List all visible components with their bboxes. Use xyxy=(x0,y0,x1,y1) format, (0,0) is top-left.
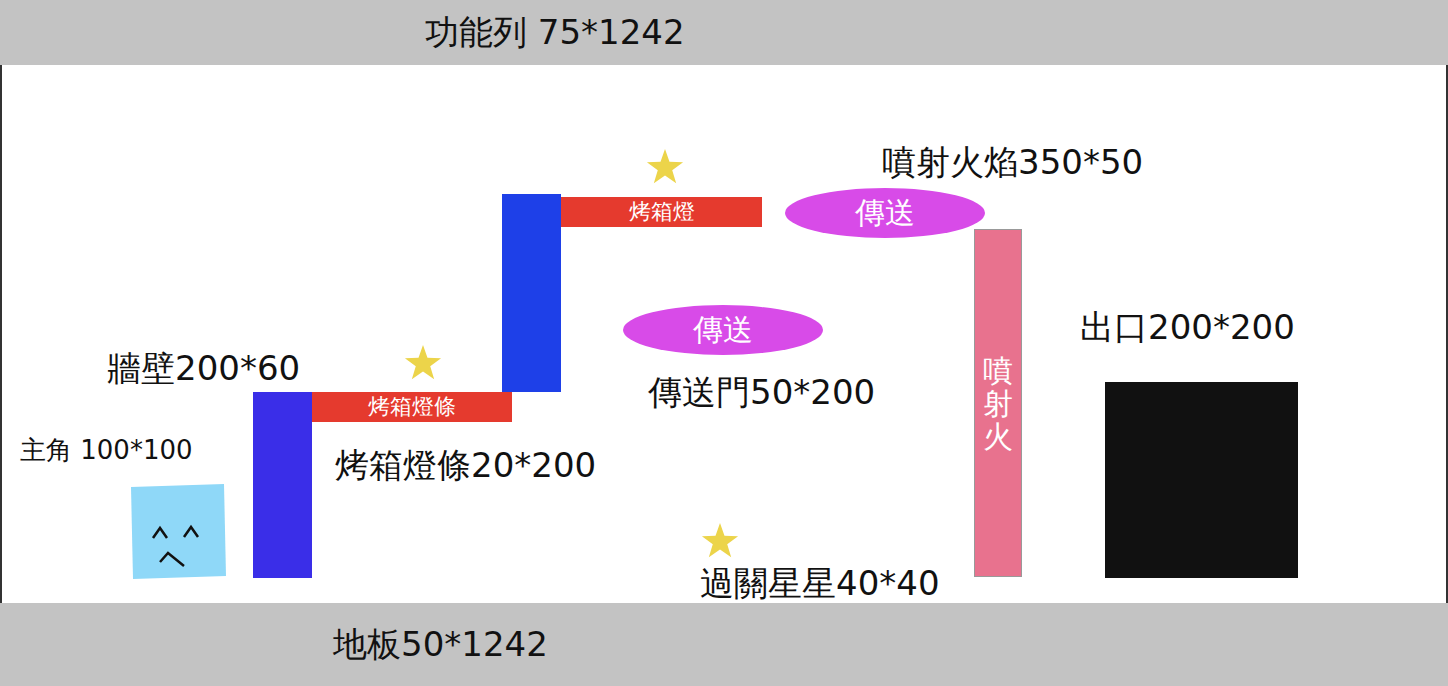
wall-block xyxy=(502,194,561,392)
shape-label: 烤箱燈 xyxy=(629,199,695,224)
oven-light-bar: 烤箱燈條 xyxy=(312,392,512,422)
oven-light-bar: 烤箱燈 xyxy=(561,197,762,227)
dimension-label: 出口200*200 xyxy=(1080,308,1295,347)
flame-jet-bar: 噴射火 xyxy=(974,229,1022,577)
dimension-label: 牆壁200*60 xyxy=(107,349,300,388)
hero-character xyxy=(131,484,226,579)
shape-label: 地板50*1242 xyxy=(333,625,548,664)
portal-ellipse: 傳送 xyxy=(785,188,985,238)
vertical-label: 噴射火 xyxy=(983,354,1013,453)
shape-label: 烤箱燈條 xyxy=(368,394,456,419)
exit-block xyxy=(1105,382,1298,578)
shape-label: 傳送 xyxy=(693,313,753,348)
shape-label: 功能列 75*1242 xyxy=(425,13,685,52)
dimension-label: 過關星星40*40 xyxy=(700,564,940,603)
shape-label: 傳送 xyxy=(855,196,915,231)
toolbar-band: 功能列 75*1242 xyxy=(0,0,1448,65)
portal-ellipse: 傳送 xyxy=(623,305,823,355)
wall-block xyxy=(253,392,312,578)
star-icon xyxy=(647,149,683,183)
dimension-label: 主角 100*100 xyxy=(20,436,193,466)
dimension-label: 烤箱燈條20*200 xyxy=(335,446,596,485)
star-icon xyxy=(405,345,441,379)
star-icon xyxy=(702,523,738,557)
dimension-label: 傳送門50*200 xyxy=(648,373,875,412)
dimension-label: 噴射火焰350*50 xyxy=(882,143,1143,182)
floor-band: 地板50*1242 xyxy=(0,603,1448,686)
